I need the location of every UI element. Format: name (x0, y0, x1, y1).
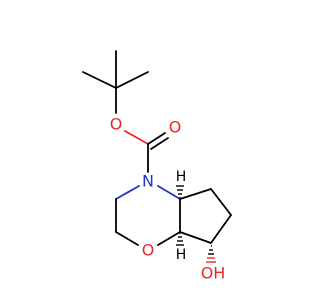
atom-carbonyl-o: O (169, 118, 182, 137)
bond-c4a-n (157, 185, 181, 200)
molecule-structure: O O N O OH H H (82, 50, 232, 283)
stereo-hash-oh (206, 245, 216, 263)
atom-ester-o: O (110, 115, 123, 134)
atom-ring-n: N (142, 172, 154, 191)
atom-stereo-h-top: H (176, 169, 187, 185)
carbamate-group (124, 130, 169, 173)
bond-carbonyl-c-double-b (150, 137, 169, 150)
cyclopentane-ring (179, 188, 232, 244)
morpholine-ring (115, 185, 181, 246)
stereo-hash-top (176, 185, 184, 199)
bond-o-c7a (157, 231, 181, 246)
bond-c5-c6 (210, 188, 232, 216)
bond-c6-c7 (210, 214, 232, 244)
bond-c7-c7a (179, 231, 212, 244)
bond-tbu-right (115, 71, 149, 89)
bond-c4a-c5 (179, 188, 212, 200)
stereo-hash-bottom (176, 232, 184, 246)
bond-tbu-left (82, 71, 117, 89)
bond-n-ch2 (115, 185, 140, 200)
bond-ester-o-carbonyl-c (124, 130, 149, 145)
atom-hydroxyl: OH (201, 264, 226, 283)
tert-butyl-group (82, 50, 149, 114)
atom-stereo-h-bottom: H (176, 247, 187, 263)
bond-ch2-o (115, 231, 139, 246)
bond-carbonyl-c-double-a (147, 132, 166, 145)
atom-ring-o: O (142, 241, 155, 260)
